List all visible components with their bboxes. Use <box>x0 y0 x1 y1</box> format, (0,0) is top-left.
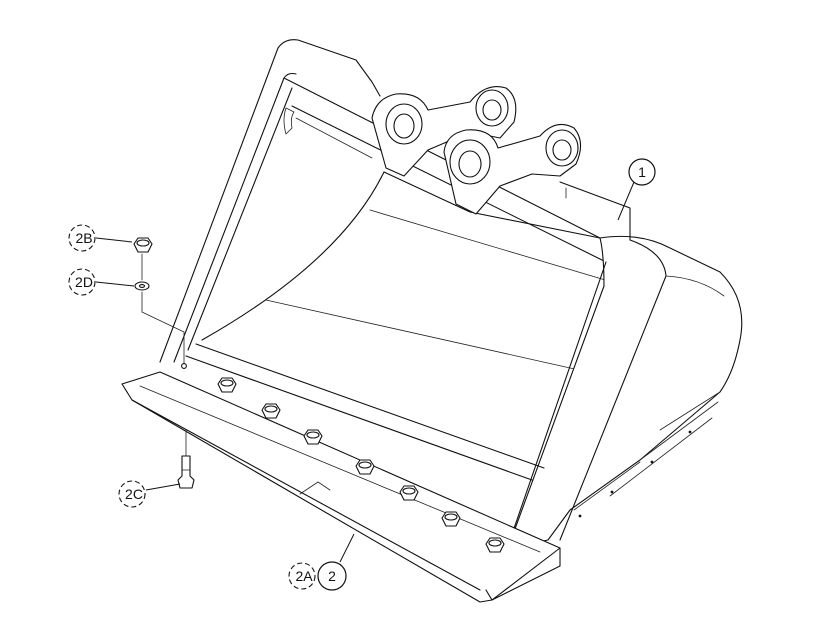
bolt <box>441 511 461 527</box>
callout-2c: 2C <box>118 480 181 508</box>
callout-2: 2 <box>317 533 355 591</box>
cutting-edge <box>121 371 561 603</box>
callout-1-label: 1 <box>638 164 646 180</box>
callout-2d: 2D <box>68 268 135 296</box>
exploded-hardware <box>133 237 195 489</box>
callout-2b: 2B <box>68 224 133 252</box>
callout-1: 1 <box>617 158 656 221</box>
bolt <box>303 429 323 445</box>
blade-bolts <box>217 377 505 553</box>
callout-2c-label: 2C <box>125 486 143 502</box>
bolt <box>355 459 375 475</box>
callout-2a: 2A <box>288 562 316 590</box>
callout-2a-label: 2A <box>295 568 313 584</box>
washer-2d <box>134 281 150 291</box>
callout-2d-label: 2D <box>75 274 93 290</box>
callout-2-label: 2 <box>328 568 336 584</box>
nut-2b <box>133 237 153 253</box>
bolt-2c <box>177 455 195 489</box>
bolt <box>485 537 505 553</box>
bucket-body <box>159 39 743 549</box>
bolt <box>399 485 419 501</box>
bolt <box>261 403 281 419</box>
callout-2b-label: 2B <box>75 230 92 246</box>
mounting-brackets <box>371 86 582 215</box>
bolt <box>217 377 237 393</box>
